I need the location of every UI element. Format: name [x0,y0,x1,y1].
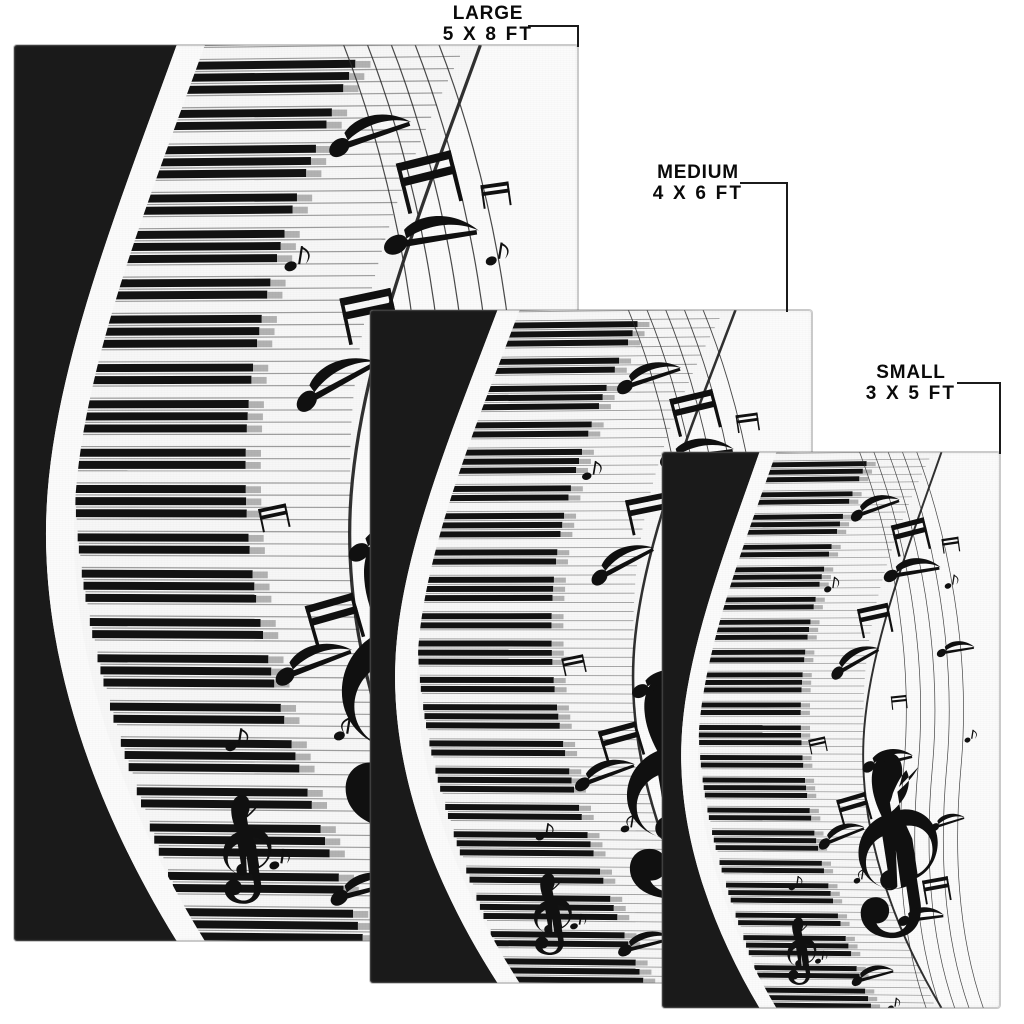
size-label-large: LARGE 5 X 8 FT [398,3,578,45]
size-label-large-name: LARGE [452,3,524,24]
size-label-medium: MEDIUM 4 X 6 FT [608,162,788,204]
size-label-small: SMALL 3 X 5 FT [822,362,1000,404]
size-label-small-dimensions: 3 X 5 FT [865,382,957,404]
size-label-medium-dimensions: 4 X 6 FT [652,182,744,204]
size-label-large-dimensions: 5 X 8 FT [442,23,534,45]
size-label-small-name: SMALL [876,362,946,383]
rug-small[interactable] [662,452,1000,1008]
rug-small-artwork [662,452,1000,1008]
size-label-medium-name: MEDIUM [657,162,739,183]
